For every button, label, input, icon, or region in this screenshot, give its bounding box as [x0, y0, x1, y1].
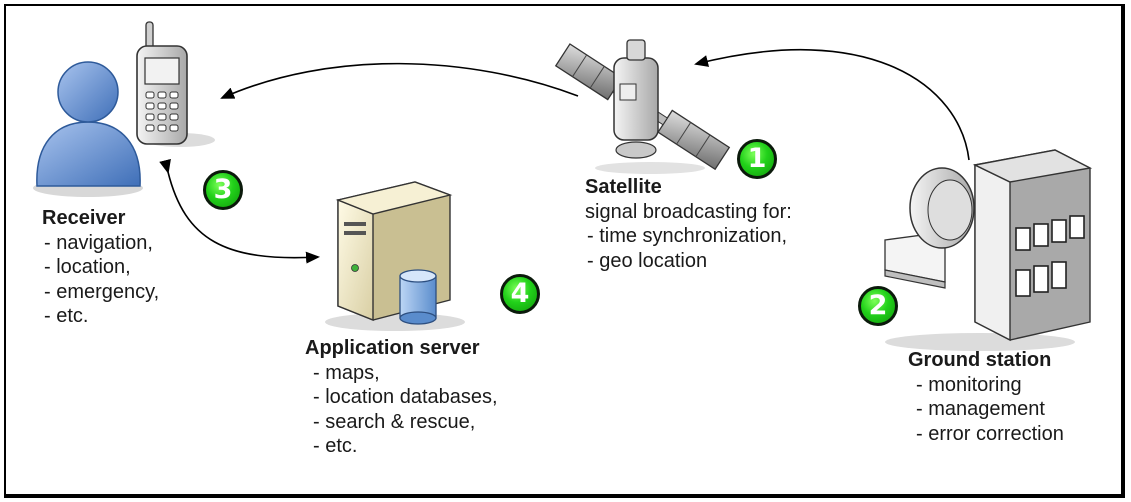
step-badge-2: 2 — [858, 286, 898, 326]
satellite-title: Satellite — [585, 176, 662, 198]
satellite-item: - geo location — [587, 249, 708, 272]
server-icon — [325, 181, 465, 331]
step-badge-1: 1 — [737, 139, 777, 179]
step-badge-3: 3 — [203, 170, 243, 210]
receiver-item: - emergency, — [44, 280, 160, 303]
satellite-block: Satellite signal broadcasting for: - tim… — [585, 175, 792, 273]
satellite-icon — [554, 39, 731, 174]
application-server-item: - location databases, — [313, 386, 498, 408]
satellite-item: - time synchronization, — [587, 225, 788, 247]
ground-station-item: - error correction — [916, 422, 1064, 445]
satellite-subtitle: signal broadcasting for: — [585, 200, 792, 223]
application-server-block: Application server - maps, - location da… — [305, 336, 498, 459]
step-badge-4: 4 — [500, 274, 540, 314]
person-icon — [33, 61, 143, 197]
application-server-item: - maps, — [313, 361, 380, 384]
arrow-satellite-to-receiver — [220, 62, 579, 99]
application-server-item: - search & rescue, — [313, 410, 476, 433]
ground-station-item: - monitoring — [916, 373, 1022, 396]
application-server-title: Application server — [305, 337, 480, 359]
arrow-ground-to-satellite — [694, 49, 970, 161]
ground-station-item: - management — [916, 398, 1045, 420]
ground-station-title: Ground station — [908, 349, 1052, 371]
receiver-item: - navigation, — [44, 231, 153, 254]
ground-station-icon — [884, 149, 1093, 351]
receiver-item: - etc. — [44, 305, 89, 327]
ground-station-block: Ground station - monitoring - management… — [908, 348, 1064, 446]
application-server-item: - etc. — [313, 435, 358, 457]
mobile-phone-icon — [136, 21, 215, 147]
arrow-receiver-server — [159, 158, 320, 264]
receiver-block: Receiver - navigation, - location, - eme… — [42, 206, 159, 329]
receiver-item: - location, — [44, 256, 131, 278]
receiver-title: Receiver — [42, 207, 126, 229]
